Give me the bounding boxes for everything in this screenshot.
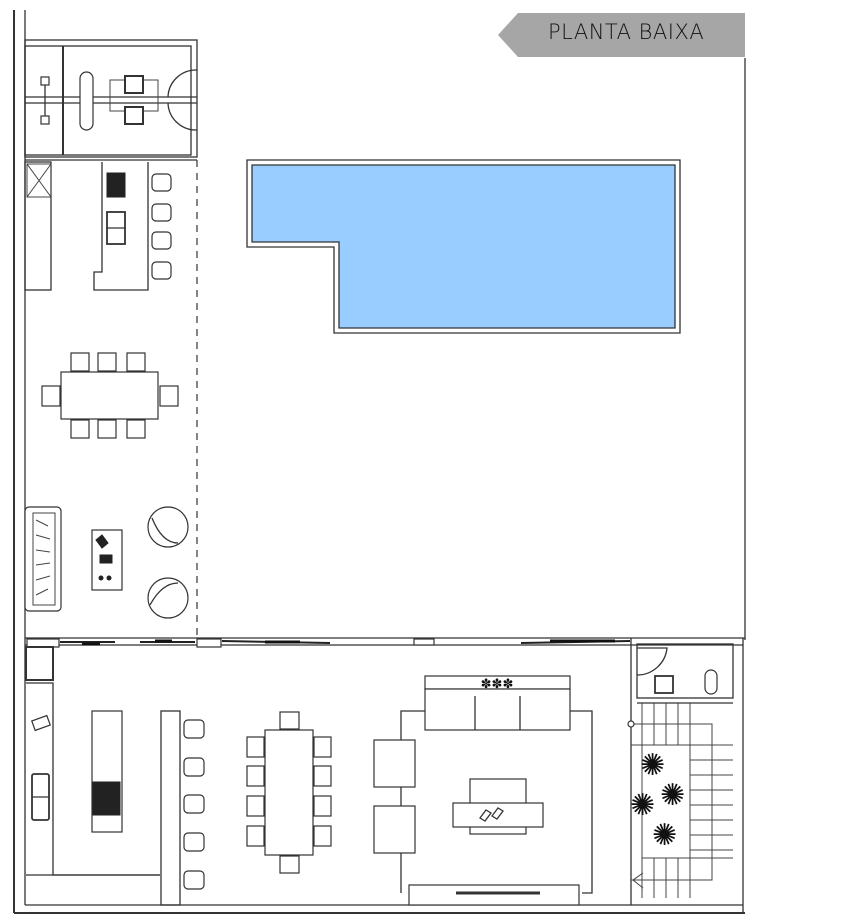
sliding-doors	[26, 638, 631, 648]
tv-console	[408, 884, 580, 906]
plant-icons: ✽✽✽	[481, 677, 514, 692]
bar-stools	[183, 719, 205, 890]
door-swing-icon	[167, 69, 198, 98]
toilet-icon	[79, 71, 94, 131]
sink-icon	[654, 675, 674, 694]
sink-icon	[124, 75, 144, 94]
lounge-upper	[24, 506, 189, 619]
wc-and-stairs: ✺✺✺✺	[627, 638, 734, 905]
armchair-icon	[147, 506, 189, 548]
garden-plants: ✺✺✺✺	[630, 748, 685, 853]
svg-text:✺: ✺	[660, 778, 685, 813]
coffee-table-icon	[452, 802, 544, 828]
dining-table-upper	[41, 352, 179, 439]
toilet-icon	[704, 669, 718, 695]
fridge-icon	[26, 163, 52, 198]
svg-text:✺: ✺	[640, 748, 665, 783]
shower-drain-icon	[40, 115, 50, 125]
staircase	[627, 703, 733, 898]
armchair-icon	[147, 577, 189, 619]
pool	[246, 159, 681, 334]
sink-icon	[124, 106, 144, 125]
armchair-icon	[373, 739, 416, 788]
cooktop-icon	[92, 781, 121, 816]
bathrooms-top	[24, 39, 198, 158]
shower-drain-icon	[40, 76, 50, 86]
kitchen-lower	[25, 646, 205, 906]
living-room: ✽✽✽	[373, 675, 593, 906]
sofa-icon	[424, 688, 571, 731]
bar-stools	[151, 173, 172, 280]
kitchen-upper	[24, 159, 198, 638]
svg-text:✺: ✺	[652, 818, 677, 853]
title-label: PLANTA BAIXA	[548, 20, 705, 44]
door-swing-icon	[167, 102, 198, 131]
sofa-icon	[24, 506, 62, 612]
dining-table-lower	[246, 711, 332, 874]
cooktop-icon	[106, 172, 126, 198]
armchair-icon	[373, 805, 416, 854]
exterior-walls	[13, 10, 746, 914]
title-label-arrow	[498, 13, 745, 57]
svg-text:✺: ✺	[630, 788, 655, 823]
